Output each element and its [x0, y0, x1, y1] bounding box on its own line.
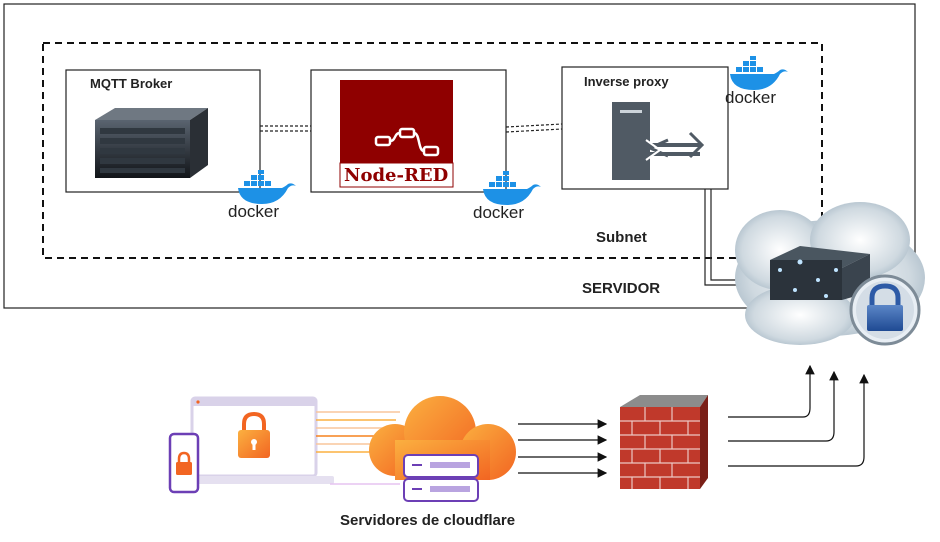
- server-frame: [3, 3, 916, 309]
- mqtt-broker-label: MQTT Broker: [90, 76, 173, 91]
- cloudflare-to-firewall-arrows: [518, 419, 608, 478]
- subnet-frame: [42, 42, 823, 259]
- cloudflare-cloud-icon: [369, 396, 516, 502]
- cloudflare-label: Servidores de cloudflare: [340, 512, 516, 529]
- docker-whale-icon: [238, 170, 296, 204]
- proxy-server-icon: [612, 102, 705, 180]
- link-nodered-proxy: [505, 123, 563, 133]
- firewall-icon: [620, 395, 708, 489]
- nodered-logo: [339, 80, 454, 188]
- docker-logo-text: docker: [725, 88, 777, 107]
- secure-cloud-icon: [735, 202, 925, 346]
- docker-logo-text: docker: [473, 203, 525, 222]
- phone-icon: [168, 432, 200, 494]
- link-proxy-cloud: [704, 189, 745, 286]
- nodered-logo-text: Node-RED: [344, 165, 449, 186]
- docker-logo-text: docker: [228, 202, 280, 221]
- server-label: SERVIDOR: [582, 280, 661, 297]
- link-mqtt-nodered: [260, 125, 311, 132]
- padlock-icon: [238, 411, 270, 458]
- docker-whale-icon: [483, 171, 541, 205]
- subnet-label: Subnet: [596, 229, 647, 246]
- docker-whale-icon: [730, 56, 788, 90]
- firewall-to-cloud-arrows: [728, 364, 869, 467]
- server-rack-icon: [95, 108, 208, 178]
- inverse-proxy-label: Inverse proxy: [584, 74, 669, 89]
